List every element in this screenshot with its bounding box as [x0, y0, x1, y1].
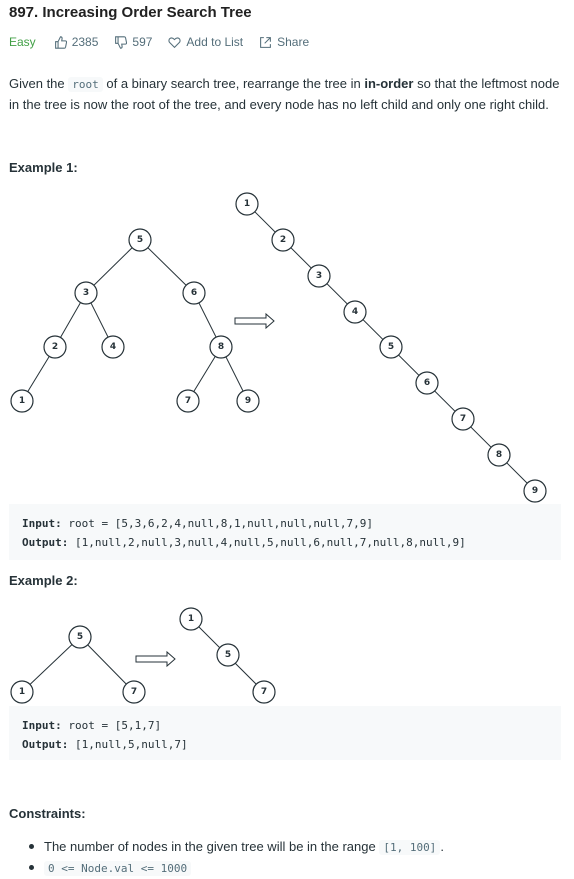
inline-code-root: root [68, 77, 103, 92]
like-count: 2385 [71, 35, 99, 49]
svg-text:8: 8 [496, 450, 502, 460]
share-button[interactable]: Share [259, 35, 309, 49]
share-icon [260, 36, 272, 48]
heart-icon [168, 36, 182, 48]
svg-text:5: 5 [388, 342, 394, 352]
tree-node: 1 [235, 192, 259, 216]
svg-text:6: 6 [424, 378, 430, 388]
example-1-output-line: Output: [1,null,2,null,3,null,4,null,5,n… [22, 536, 466, 549]
tree-after-nodes: 1 2 3 4 5 6 7 8 9 [235, 192, 547, 503]
svg-text:5: 5 [77, 632, 83, 642]
like-button[interactable]: 2385 [54, 35, 99, 49]
svg-text:9: 9 [532, 486, 538, 496]
example-1-input-line: Input: root = [5,3,6,2,4,null,8,1,null,n… [22, 517, 374, 530]
example-2-code: Input: root = [5,1,7] Output: [1,null,5,… [9, 706, 561, 760]
add-to-list-button[interactable]: Add to List [168, 35, 243, 49]
constraint-item: The number of nodes in the given tree wi… [26, 836, 444, 857]
thumbs-down-icon [115, 35, 128, 49]
tree-node: 4 [343, 300, 367, 324]
tree-node: 6 [415, 371, 439, 395]
svg-text:5: 5 [137, 235, 143, 245]
svg-text:7: 7 [261, 687, 267, 697]
example-1-code: Input: root = [5,3,6,2,4,null,8,1,null,n… [9, 504, 561, 560]
inline-code-range: [1, 100] [379, 840, 441, 855]
tree-node: 7 [451, 407, 475, 431]
problem-title: 897. Increasing Order Search Tree [9, 4, 252, 21]
tree-node: 7 [122, 680, 146, 704]
svg-text:2: 2 [52, 342, 58, 352]
tree-node: 3 [307, 264, 331, 288]
tree-node: 9 [236, 389, 260, 413]
tree-node: 5 [128, 228, 152, 252]
share-label: Share [277, 35, 310, 49]
dislike-count: 597 [132, 35, 153, 49]
example-2-output-line: Output: [1,null,5,null,7] [22, 738, 188, 751]
tree-node: 2 [43, 335, 67, 359]
svg-text:2: 2 [280, 235, 286, 245]
example-1-diagram: 5 3 6 2 4 8 1 7 9 1 2 3 4 5 6 7 8 9 [10, 192, 547, 503]
tree-node: 8 [209, 335, 233, 359]
tree-node: 3 [74, 281, 98, 305]
tree-node: 2 [271, 228, 295, 252]
add-to-list-label: Add to List [186, 35, 244, 49]
thumbs-up-icon [54, 35, 67, 49]
tree-node: 7 [176, 389, 200, 413]
svg-text:4: 4 [110, 342, 116, 352]
example-1-heading: Example 1: [9, 160, 78, 175]
tree-node: 1 [179, 607, 203, 631]
constraints-heading: Constraints: [9, 806, 86, 821]
example-2-diagram: 5 1 7 1 5 7 [10, 607, 276, 704]
inline-code-node-val: 0 <= Node.val <= 1000 [44, 861, 192, 876]
svg-text:1: 1 [188, 614, 194, 624]
example-2-heading: Example 2: [9, 573, 78, 588]
svg-text:7: 7 [131, 687, 137, 697]
tree-node: 5 [216, 643, 240, 667]
problem-description: Given the root of a binary search tree, … [9, 76, 560, 112]
tree-node: 4 [101, 335, 125, 359]
svg-text:8: 8 [218, 342, 224, 352]
arrow-right-icon [135, 650, 176, 668]
svg-text:1: 1 [244, 199, 250, 209]
difficulty-badge: Easy [9, 35, 36, 49]
tree-node: 1 [10, 680, 34, 704]
svg-text:3: 3 [83, 288, 89, 298]
svg-text:9: 9 [245, 396, 251, 406]
tree-node: 6 [182, 281, 206, 305]
svg-text:7: 7 [185, 396, 191, 406]
tree-node: 1 [10, 389, 34, 413]
dislike-button[interactable]: 597 [114, 35, 152, 49]
tree-node: 5 [379, 335, 403, 359]
constraints-list: The number of nodes in the given tree wi… [26, 836, 444, 878]
svg-text:4: 4 [352, 307, 358, 317]
constraint-item: 0 <= Node.val <= 1000 [26, 857, 444, 878]
arrow-right-icon [234, 312, 275, 330]
tree-node: 7 [252, 680, 276, 704]
tree-node: 9 [523, 479, 547, 503]
problem-meta-bar: Easy 2385 597 Add to List Share [9, 34, 325, 50]
tree-node: 5 [68, 625, 92, 649]
svg-text:1: 1 [19, 396, 25, 406]
svg-text:6: 6 [191, 288, 197, 298]
tree-before-nodes: 5 3 6 2 4 8 1 7 9 [10, 228, 260, 413]
tree-node: 8 [487, 443, 511, 467]
bold-in-order: in-order [364, 76, 414, 91]
example-2-input-line: Input: root = [5,1,7] [22, 719, 162, 732]
svg-text:5: 5 [225, 650, 231, 660]
svg-text:3: 3 [316, 271, 322, 281]
svg-text:7: 7 [460, 414, 466, 424]
svg-text:1: 1 [19, 687, 25, 697]
